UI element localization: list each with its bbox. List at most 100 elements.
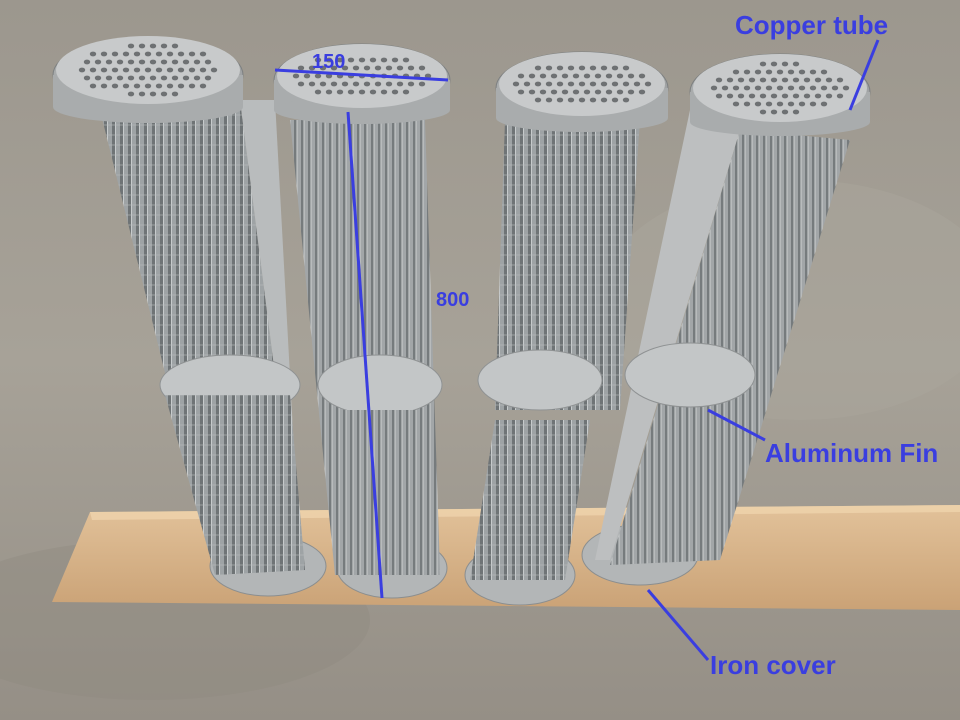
plate-hole: [605, 89, 613, 95]
plate-hole: [402, 57, 410, 63]
plate-hole: [188, 51, 196, 57]
plate-hole: [842, 85, 850, 91]
plate-hole: [798, 101, 806, 107]
plate-hole: [155, 83, 163, 89]
plate-hole: [314, 73, 322, 79]
plate-hole: [644, 81, 652, 87]
plate-hole: [319, 65, 327, 71]
plate-hole: [567, 97, 575, 103]
plate-hole: [407, 81, 415, 87]
plate-hole: [715, 93, 723, 99]
plate-hole: [160, 43, 168, 49]
plate-hole: [418, 81, 426, 87]
plate-hole: [776, 101, 784, 107]
plate-hole: [820, 69, 828, 75]
plate-hole: [748, 93, 756, 99]
plate-hole: [561, 73, 569, 79]
plate-hole: [325, 57, 333, 63]
plate-hole: [177, 51, 185, 57]
plate-hole: [550, 73, 558, 79]
plate-hole: [166, 51, 174, 57]
plate-hole: [556, 81, 564, 87]
plate-hole: [600, 65, 608, 71]
plate-hole: [396, 81, 404, 87]
plate-hole: [759, 61, 767, 67]
plate-hole: [611, 65, 619, 71]
plate-hole: [627, 89, 635, 95]
plate-hole: [605, 73, 613, 79]
plate-hole: [556, 97, 564, 103]
plate-hole: [710, 85, 718, 91]
plate-hole: [583, 89, 591, 95]
plate-hole: [127, 43, 135, 49]
plate-hole: [743, 69, 751, 75]
plate-hole: [765, 69, 773, 75]
plate-hole: [787, 85, 795, 91]
plate-hole: [363, 81, 371, 87]
plate-hole: [578, 97, 586, 103]
plate-hole: [792, 93, 800, 99]
plate-hole: [330, 81, 338, 87]
plate-hole: [814, 93, 822, 99]
plate-hole: [380, 57, 388, 63]
plate-hole: [78, 67, 86, 73]
plate-hole: [539, 73, 547, 79]
plate-hole: [127, 75, 135, 81]
plate-hole: [347, 89, 355, 95]
plate-hole: [556, 65, 564, 71]
plate-hole: [297, 65, 305, 71]
plate-hole: [116, 59, 124, 65]
plate-hole: [369, 57, 377, 63]
aluminum-fin-label: Aluminum Fin: [765, 438, 939, 468]
plate-hole: [616, 89, 624, 95]
plate-hole: [787, 69, 795, 75]
plate-hole: [193, 75, 201, 81]
plate-hole: [424, 73, 432, 79]
plate-hole: [721, 85, 729, 91]
plate-hole: [754, 69, 762, 75]
plate-hole: [732, 85, 740, 91]
plate-hole: [100, 83, 108, 89]
plate-hole: [352, 81, 360, 87]
plate-hole: [391, 57, 399, 63]
plate-hole: [83, 59, 91, 65]
plate-hole: [545, 97, 553, 103]
plate-hole: [89, 51, 97, 57]
plate-hole: [297, 81, 305, 87]
plate-hole: [325, 89, 333, 95]
plate-hole: [545, 65, 553, 71]
plate-hole: [171, 59, 179, 65]
plate-hole: [336, 57, 344, 63]
plate-hole: [759, 93, 767, 99]
plate-hole: [809, 85, 817, 91]
plate-hole: [402, 89, 410, 95]
plate-hole: [539, 89, 547, 95]
plate-hole: [177, 83, 185, 89]
plate-hole: [781, 109, 789, 115]
plate-hole: [182, 75, 190, 81]
plate-hole: [111, 83, 119, 89]
plate-hole: [308, 65, 316, 71]
plate-hole: [616, 73, 624, 79]
plate-hole: [638, 73, 646, 79]
plate-hole: [594, 89, 602, 95]
plate-hole: [149, 43, 157, 49]
plate-hole: [160, 91, 168, 97]
plate-hole: [83, 75, 91, 81]
plate-hole: [517, 89, 525, 95]
plate-hole: [188, 83, 196, 89]
plate-hole: [358, 57, 366, 63]
plate-hole: [534, 81, 542, 87]
plate-hole: [149, 75, 157, 81]
plate-hole: [380, 89, 388, 95]
plate-hole: [100, 51, 108, 57]
plate-hole: [732, 101, 740, 107]
plate-hole: [748, 77, 756, 83]
plate-hole: [177, 67, 185, 73]
plate-hole: [149, 59, 157, 65]
plate-hole: [836, 77, 844, 83]
plate-hole: [561, 89, 569, 95]
plate-hole: [798, 69, 806, 75]
plate-hole: [737, 93, 745, 99]
plate-hole: [341, 65, 349, 71]
